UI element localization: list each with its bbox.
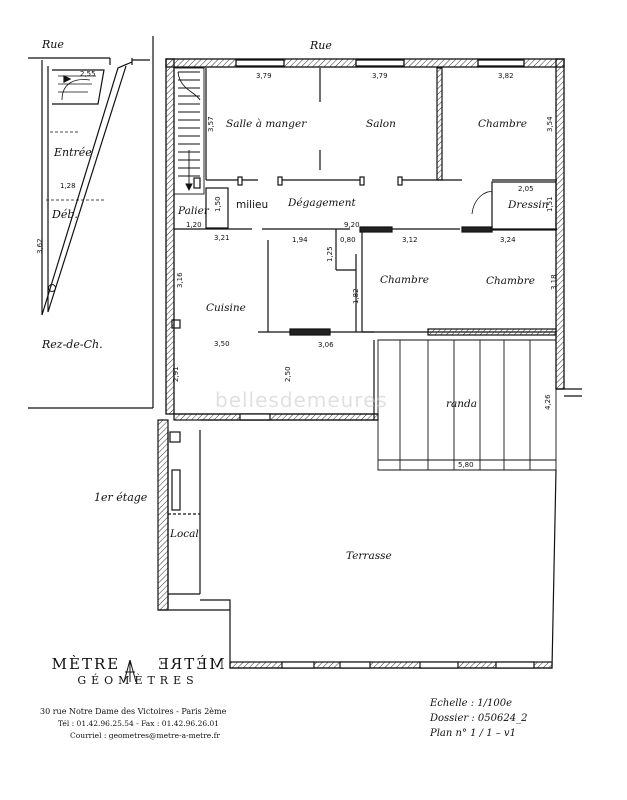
firm-email: Courriel : geometres@metre-a-metre.fr — [70, 731, 220, 740]
dim-426: 4,26 — [544, 394, 552, 410]
dim-350: 3,50 — [214, 340, 230, 348]
dim-125: 1,25 — [326, 246, 334, 262]
dim-291: 2,91 — [172, 366, 180, 382]
room-label-chambre-c1: Chambre — [380, 274, 429, 286]
dim-194: 1,94 — [292, 236, 308, 244]
dim-151: 1,51 — [546, 196, 554, 212]
dim-362: 3,62 — [36, 238, 44, 254]
dim-321: 3,21 — [214, 234, 230, 242]
room-label-local: Local — [170, 528, 199, 540]
room-label-chambre-nr: Chambre — [478, 118, 527, 130]
dim-128: 1,28 — [60, 182, 76, 190]
room-label-salon: Salon — [366, 118, 396, 130]
dim-324: 3,24 — [500, 236, 516, 244]
room-label-palier: Palier — [178, 205, 209, 217]
room-label-cuisine: Cuisine — [206, 302, 246, 314]
room-label-dressing: Dressin — [508, 199, 549, 211]
room-label-entree: Entrée — [54, 146, 92, 159]
dim-182: 1,82 — [352, 288, 360, 304]
terrasse-structure — [157, 419, 557, 669]
dim-150: 1,50 — [214, 196, 222, 212]
main-stair — [173, 67, 205, 195]
dim-382: 3,82 — [498, 72, 514, 80]
firm-address: 30 rue Notre Dame des Victoires - Paris … — [40, 707, 227, 716]
dim-354: 3,54 — [546, 116, 554, 132]
dim-312: 3,12 — [402, 236, 418, 244]
room-label-terrasse: Terrasse — [346, 550, 392, 562]
room-label-salle: Salle à manger — [226, 118, 307, 130]
dim-318: 3,18 — [550, 274, 558, 290]
meta-plan: Plan n° 1 / 1 – v1 — [430, 728, 516, 739]
interior-walls — [171, 67, 557, 421]
firm-logo-emblem — [123, 659, 137, 683]
dim-379a: 3,79 — [256, 72, 272, 80]
rez-de-chaussee-plan — [28, 36, 154, 409]
firm-phone: Tél : 01.42.96.25.54 - Fax : 01.42.96.26… — [58, 719, 220, 728]
room-label-degagement: Dégagement — [288, 197, 356, 209]
street-label-left: Rue — [42, 38, 64, 51]
street-label-main: Rue — [310, 39, 332, 52]
firm-logo: MÈTRE MÈTRE GÉOMÈTRES — [38, 655, 238, 687]
dim-255: 2,55 — [80, 70, 96, 78]
level-label-rez: Rez-de-Ch. — [42, 338, 103, 351]
room-label-veranda: randa — [446, 398, 478, 410]
dim-250: 2,50 — [284, 366, 292, 382]
dim-379b: 3,79 — [372, 72, 388, 80]
dim-120: 1,20 — [186, 221, 202, 229]
firm-name-left: MÈTRE — [51, 655, 121, 673]
firm-name-right: MÈTRE — [155, 655, 225, 673]
room-label-milieu: milieu — [236, 199, 269, 211]
dim-920: 9,20 — [344, 221, 360, 229]
firm-name: MÈTRE MÈTRE — [38, 655, 238, 673]
room-label-chambre-c2: Chambre — [486, 275, 535, 287]
dim-205: 2,05 — [518, 185, 534, 193]
dim-580: 5,80 — [458, 461, 474, 469]
meta-echelle: Echelle : 1/100e — [430, 698, 513, 709]
watermark-text: bellesdemeures — [215, 388, 388, 412]
room-label-deb: Déb. — [52, 208, 78, 221]
meta-dossier: Dossier : 050624_2 — [430, 713, 528, 724]
dim-357: 3,57 — [207, 116, 215, 132]
firm-subtitle: GÉOMÈTRES — [77, 674, 199, 687]
dim-080: 0,80 — [340, 236, 356, 244]
dim-306: 3,06 — [318, 341, 334, 349]
dim-316: 3,16 — [176, 272, 184, 288]
level-label-premier: 1er étage — [94, 491, 148, 504]
